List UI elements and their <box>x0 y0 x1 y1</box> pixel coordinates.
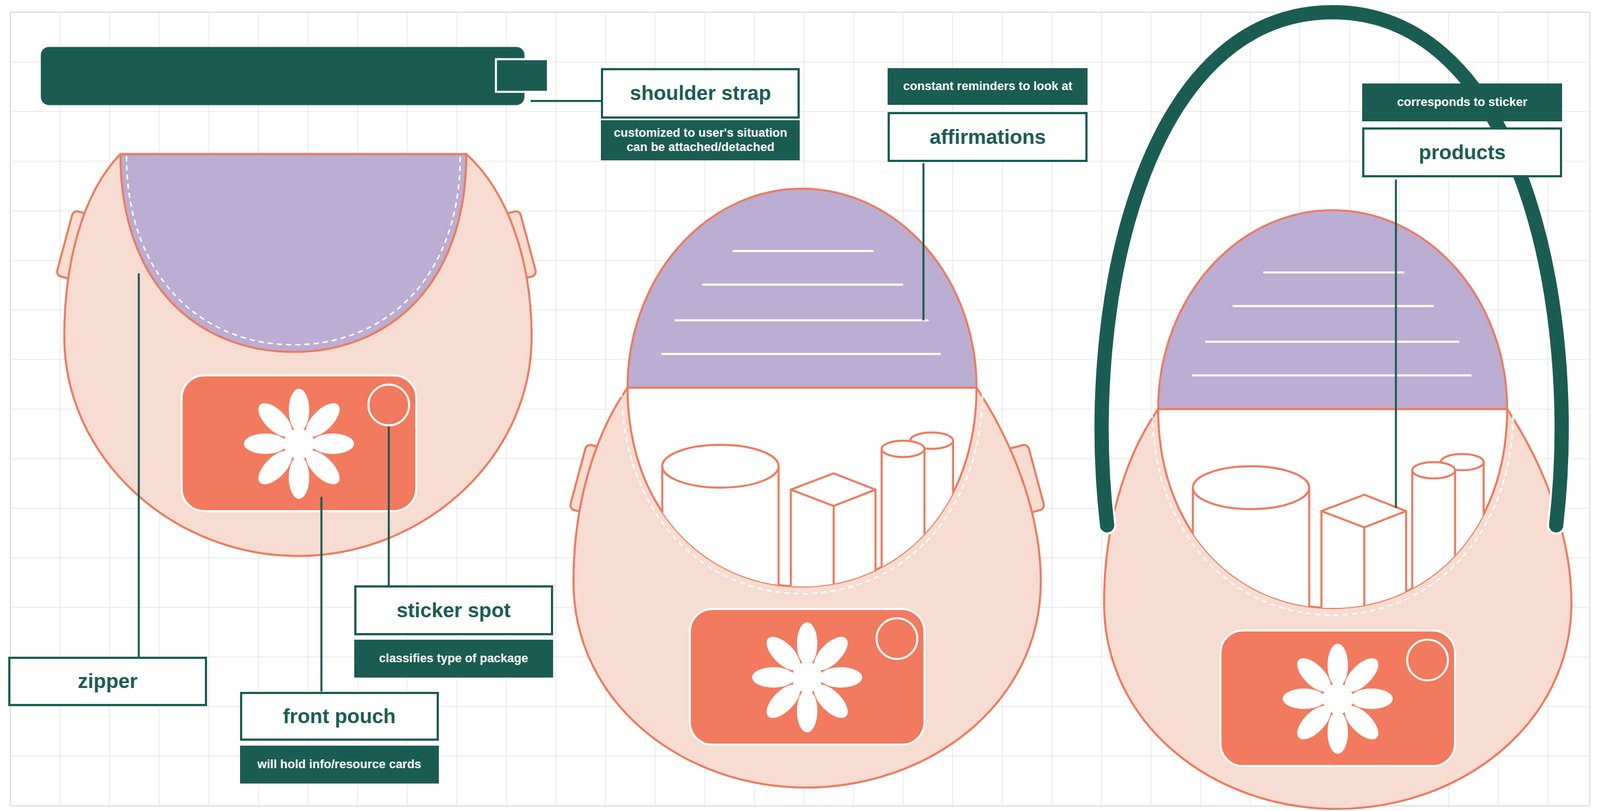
bag-body <box>64 154 532 557</box>
note-text: constant reminders to look at <box>887 68 1088 105</box>
label-box: front pouch will hold info/resource cards <box>240 692 439 784</box>
note-text: customized to user's situation can be at… <box>600 120 800 160</box>
leader-line <box>137 273 141 658</box>
label-box: sticker spotclassifies type of package <box>354 585 554 678</box>
note-text: will hold info/resource cards <box>240 745 439 784</box>
note-text: classifies type of package <box>354 639 554 678</box>
heading-text: zipper <box>8 656 208 706</box>
shoulder-strap <box>40 46 525 105</box>
label-box: shoulder strapcustomized to user's situa… <box>600 68 800 160</box>
zipper <box>126 155 460 345</box>
closed-bag <box>56 154 538 557</box>
heading-text: sticker spot <box>354 585 554 636</box>
leader-line <box>138 273 389 693</box>
leader-line <box>922 163 925 321</box>
heading-text: products <box>1362 127 1563 178</box>
label-box: corresponds to sticker products <box>1362 83 1563 178</box>
heading-text: affirmations <box>887 112 1088 163</box>
bag-flap <box>120 154 467 353</box>
label-box: constant reminders to look at affirmation… <box>887 68 1088 163</box>
heading-text: front pouch <box>240 692 439 741</box>
closed-bag <box>181 375 417 512</box>
bag-illustration <box>1104 210 1572 810</box>
leader-line <box>530 99 601 103</box>
note-text: corresponds to sticker <box>1362 83 1563 122</box>
leader-line <box>320 497 323 693</box>
leader-line <box>387 426 390 587</box>
label-box: zipper <box>8 656 208 706</box>
strap-buckle <box>495 59 549 92</box>
leader-line <box>1395 179 1398 509</box>
bag-illustration <box>573 188 1041 789</box>
heading-text: shoulder strap <box>600 68 800 119</box>
